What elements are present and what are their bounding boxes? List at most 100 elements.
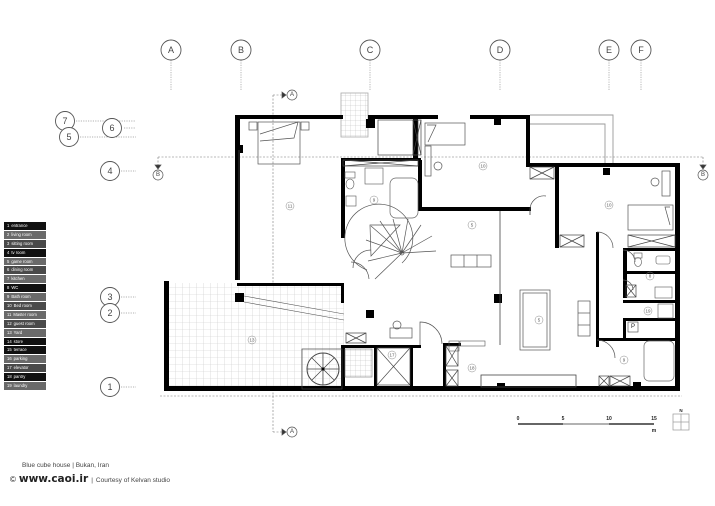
store-tiles xyxy=(344,348,373,378)
room-tag-bath-upper: 9 xyxy=(369,195,379,205)
grid-marker-f: F xyxy=(630,39,652,61)
grid-marker-a: A xyxy=(160,39,182,61)
svg-text:A: A xyxy=(290,92,294,98)
exterior-stair xyxy=(340,92,369,138)
room-tag-game-upper: 5 xyxy=(467,220,477,230)
terrace-outline xyxy=(530,114,614,163)
grid-row-lines xyxy=(76,120,136,388)
svg-text:5: 5 xyxy=(538,318,541,323)
copyright-icon: © xyxy=(10,475,16,484)
svg-text:17: 17 xyxy=(389,353,395,358)
grid-marker-1: 1 xyxy=(100,377,120,397)
section-line-b xyxy=(157,156,704,168)
svg-text:18: 18 xyxy=(469,366,475,371)
section-marker-b-right: B xyxy=(697,164,709,181)
svg-text:9: 9 xyxy=(373,198,376,203)
svg-text:B: B xyxy=(701,172,705,178)
room-tag-bath-lower: 9 xyxy=(619,355,629,365)
project-caption: Blue cube house | Bukan, Iran xyxy=(22,462,109,469)
yard-ramp-lines xyxy=(243,295,345,321)
room-tag-yard: 13 xyxy=(247,335,257,345)
svg-text:A: A xyxy=(168,45,174,55)
grid-row-markers: 7 5 6 4 3 2 1 xyxy=(55,111,122,397)
svg-text:10: 10 xyxy=(480,164,486,169)
svg-text:2: 2 xyxy=(107,308,112,318)
master-bed xyxy=(248,121,310,165)
svg-text:5: 5 xyxy=(66,132,71,142)
grid-marker-6: 6 xyxy=(102,118,122,138)
north-arrow: N xyxy=(672,408,690,431)
svg-text:5: 5 xyxy=(562,416,565,422)
scale-bar: 0 5 10 15 m xyxy=(517,416,657,434)
credit-separator: | xyxy=(91,477,93,484)
site-link[interactable]: www.caoi.ir xyxy=(18,473,89,485)
svg-text:E: E xyxy=(606,45,612,55)
svg-text:N: N xyxy=(679,408,682,413)
section-marker-b-left: B xyxy=(152,164,164,181)
room-tags: 11 9 10 10 5 5 8 19 9 13 17 18 xyxy=(247,161,655,373)
spiral-stair-main xyxy=(344,203,437,280)
svg-text:13: 13 xyxy=(249,338,255,343)
room-tag-pantry: 18 xyxy=(467,363,477,373)
svg-text:D: D xyxy=(497,45,504,55)
svg-text:8: 8 xyxy=(649,274,652,279)
svg-text:m: m xyxy=(652,428,657,434)
svg-text:5: 5 xyxy=(471,223,474,228)
game-room-furniture xyxy=(389,254,591,351)
svg-text:4: 4 xyxy=(107,166,112,176)
section-marker-a-top: A xyxy=(281,89,298,101)
closets xyxy=(342,119,676,387)
svg-text:B: B xyxy=(156,172,160,178)
svg-text:9: 9 xyxy=(623,358,626,363)
bedroom-furniture xyxy=(424,122,674,231)
door-swings xyxy=(350,195,636,359)
grid-marker-d: D xyxy=(489,39,511,61)
room-tag-bedroom-right: 10 xyxy=(604,200,614,210)
section-marker-a-bottom: A xyxy=(281,426,298,438)
credit-line: © www.caoi.ir | Courtesy of Kelvan studi… xyxy=(10,473,170,485)
exterior-walls xyxy=(164,115,680,391)
svg-text:19: 19 xyxy=(645,309,651,314)
grid-marker-c: C xyxy=(359,39,381,61)
svg-text:C: C xyxy=(367,45,374,55)
bathtubs xyxy=(389,177,675,382)
spiral-stair-yard xyxy=(301,348,343,390)
room-tag-laundry: 19 xyxy=(643,306,653,316)
grid-marker-b: B xyxy=(230,39,252,61)
svg-text:A: A xyxy=(290,429,294,435)
svg-text:6: 6 xyxy=(109,123,114,133)
svg-text:10: 10 xyxy=(606,416,612,422)
grid-marker-2: 2 xyxy=(100,303,120,323)
room-tag-wc: 8 xyxy=(645,271,655,281)
svg-text:F: F xyxy=(638,45,644,55)
room-tag-game-pool: 5 xyxy=(534,315,544,325)
interior-lines xyxy=(238,150,577,388)
svg-text:11: 11 xyxy=(288,204,293,209)
svg-text:7: 7 xyxy=(62,116,67,126)
svg-text:15: 15 xyxy=(651,416,657,422)
grid-marker-4: 4 xyxy=(100,161,120,181)
room-tag-master: 11 xyxy=(285,201,295,211)
svg-text:3: 3 xyxy=(107,292,112,302)
svg-text:0: 0 xyxy=(517,416,520,422)
room-tag-bedroom-upper: 10 xyxy=(478,161,488,171)
fixtures xyxy=(344,167,674,352)
svg-text:P: P xyxy=(631,324,635,330)
